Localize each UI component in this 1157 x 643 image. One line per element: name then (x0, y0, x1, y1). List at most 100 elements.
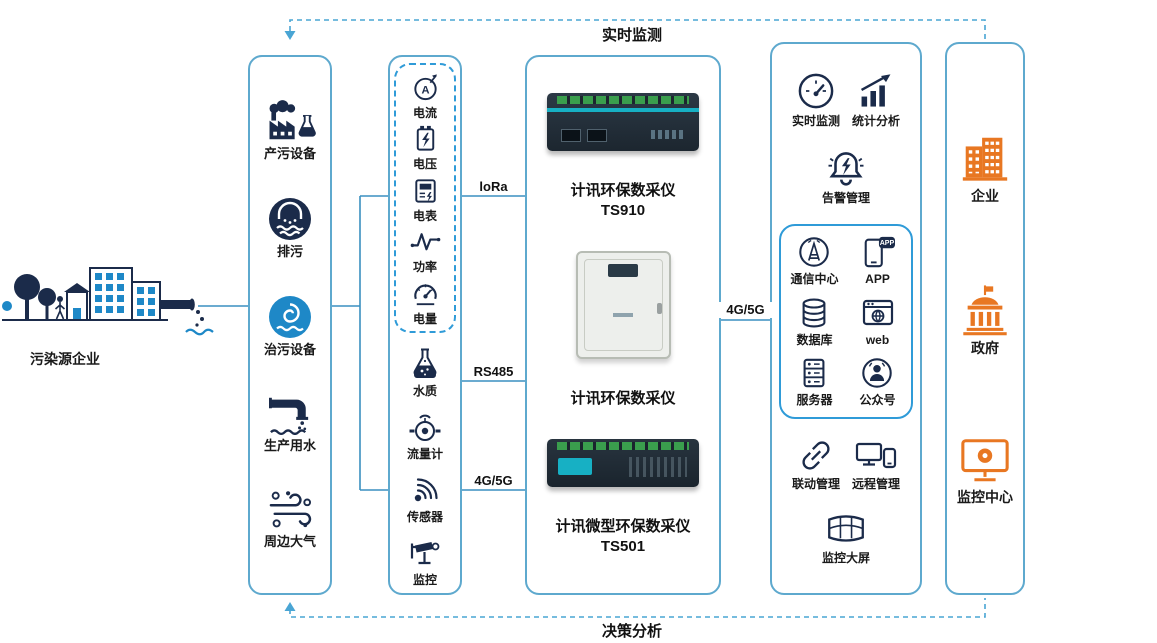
item-label: 治污设备 (263, 342, 316, 358)
chain-link-icon (802, 441, 830, 470)
item-surrounding-air: 周边大气 (264, 489, 316, 550)
flask-icon (413, 348, 437, 378)
device-caption-cabinet: 计讯环保数采仪 (570, 389, 675, 409)
water-pipe-icon (268, 397, 309, 436)
item-enterprise: 企业 (958, 131, 1012, 205)
item-label: 电表 (412, 208, 437, 223)
app-badge-text: APP (879, 240, 894, 248)
item-database: 数据库 (796, 296, 833, 347)
factory-flask-icon (269, 100, 316, 140)
device-model: TS910 (600, 201, 646, 219)
cabinet-door (583, 258, 663, 351)
ts910-device-image (547, 92, 699, 151)
collector-panel: 计讯环保数采仪 TS910 计讯环保数采仪 计讯微型环保数采仪 TS501 (525, 55, 721, 595)
monitor-center-icon (961, 438, 1009, 482)
item-current: A 电流 (410, 72, 441, 120)
link-label-4g5g-sensors: 4G/5G (462, 473, 525, 489)
item-label: 电压 (412, 157, 437, 172)
alarm-bell-icon (828, 151, 864, 186)
cabinet-device-image (575, 250, 671, 359)
antenna-icon (799, 237, 830, 268)
svg-text:A: A (421, 84, 429, 96)
item-cctv: 监控 (409, 538, 441, 587)
item-app: APP APP (859, 235, 897, 286)
teal-label (558, 457, 592, 475)
item-big-screen: 监控大屏 (822, 510, 870, 565)
pollution-equipment-panel: 产污设备 排污 治污设备 (248, 55, 332, 595)
device-name: 计讯微型环保数采仪 (555, 517, 691, 535)
device-caption-ts501: 计讯微型环保数采仪 TS501 (555, 517, 690, 558)
web-browser-icon (862, 299, 893, 325)
item-label: 周边大气 (263, 534, 316, 550)
item-label: 监控大屏 (821, 551, 870, 566)
wechat-official-icon (862, 358, 893, 388)
item-label: 排污 (276, 244, 303, 260)
ammeter-icon: A (413, 74, 437, 101)
item-comm-center: 通信中心 (790, 235, 839, 287)
sensor-signal-icon (414, 477, 438, 501)
big-screen-icon (828, 515, 864, 543)
item-web: web (860, 296, 896, 347)
item-label: 流量计 (406, 446, 443, 461)
electric-meter-icon (414, 179, 436, 203)
ethernet-port (587, 128, 607, 142)
cctv-icon (410, 541, 440, 564)
water-treatment-icon (268, 296, 311, 339)
item-produce-equipment: 产污设备 (263, 100, 317, 162)
item-treatment-equipment: 治污设备 (264, 295, 316, 358)
link-label-rs485: RS485 (462, 364, 525, 380)
item-realtime-monitor: 实时监测 (792, 71, 840, 128)
item-power: 功率 (410, 226, 441, 274)
consumer-panel: 企业 政府 监控中心 (945, 42, 1025, 595)
terminal-strip (557, 95, 689, 104)
item-alarm-management: 告警管理 (822, 148, 870, 205)
device-caption-ts910: 计讯环保数采仪 TS910 (570, 181, 675, 222)
sensor-panel: A 电流 电压 (388, 55, 462, 595)
item-label: web (865, 332, 890, 347)
cabinet-screen (608, 263, 638, 277)
link-label-4g5g-uplink: 4G/5G (719, 302, 772, 318)
item-statistics: 统计分析 (852, 71, 900, 128)
app-icon: APP (864, 237, 895, 268)
item-label: 通信中心 (790, 272, 839, 287)
pollution-source-illustration: 污染源企业 (0, 240, 240, 369)
item-energy: 电量 (410, 278, 441, 326)
item-voltage: 电压 (410, 123, 441, 171)
monitor-row: 实时监测 统计分析 (792, 71, 900, 128)
cabinet-logo (613, 312, 633, 317)
manage-row: 联动管理 远程管理 (792, 438, 900, 491)
flow-label-realtime: 实时监测 (582, 23, 682, 46)
database-icon (803, 298, 826, 328)
ts501-device-image (547, 438, 699, 487)
item-label: 传感器 (406, 509, 443, 524)
pollution-source-label: 污染源企业 (30, 351, 100, 367)
item-official-account: 公众号 (859, 356, 896, 408)
item-server: 服务器 (796, 356, 833, 408)
item-label: 监控中心 (957, 488, 1013, 505)
item-sensor: 传感器 (407, 475, 443, 524)
gauge-icon (798, 73, 834, 109)
item-label: 联动管理 (791, 476, 840, 491)
flow-meter-icon (409, 414, 441, 441)
item-label: 功率 (412, 260, 437, 275)
item-label: 产污设备 (263, 146, 316, 162)
energy-gauge-icon (413, 283, 437, 305)
item-label: 公众号 (859, 393, 896, 408)
wind-atmosphere-icon (269, 491, 312, 528)
item-label: APP (865, 272, 890, 287)
item-label: 监控 (412, 572, 437, 587)
ethernet-port (561, 128, 581, 142)
item-flow-meter: 流量计 (407, 412, 443, 461)
sewage-discharge-icon (269, 198, 311, 241)
item-label: 统计分析 (852, 114, 901, 129)
device-model: TS501 (600, 537, 646, 555)
item-linkage-management: 联动管理 (792, 438, 840, 491)
item-electric-meter: 电表 (410, 175, 441, 223)
item-label: 企业 (971, 188, 999, 205)
item-label: 远程管理 (852, 476, 901, 491)
item-label: 生产用水 (263, 438, 316, 454)
item-label: 服务器 (796, 393, 833, 408)
remote-monitor-icon (855, 442, 897, 468)
item-discharge: 排污 (268, 197, 312, 260)
